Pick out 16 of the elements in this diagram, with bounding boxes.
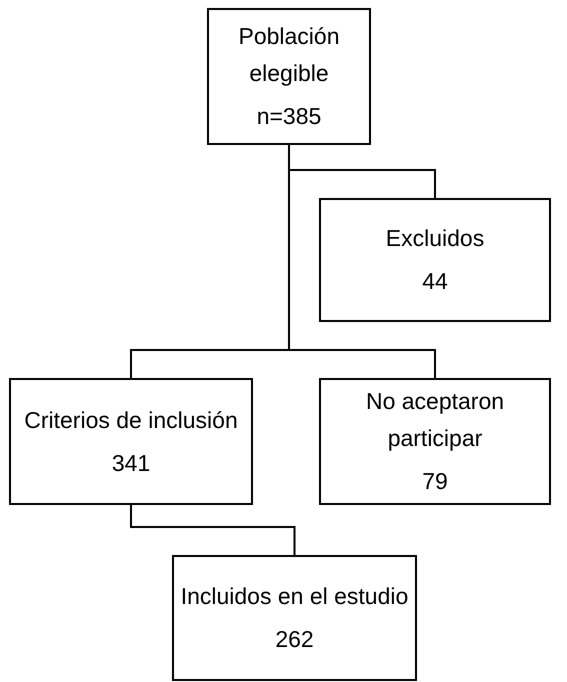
- box-title: No aceptaron participar: [364, 387, 506, 453]
- box-count: n=385: [256, 102, 322, 131]
- connector-line: [130, 505, 296, 555]
- flow-box: [319, 378, 551, 505]
- flow-box: [172, 555, 417, 681]
- box-title: Criterios de inclusión: [23, 406, 239, 434]
- box-count: 44: [421, 267, 449, 296]
- flow-box: [9, 378, 253, 505]
- box-count: 262: [274, 625, 315, 654]
- box-count: 79: [421, 467, 449, 496]
- box-title: Incluidos en el estudio: [180, 582, 410, 611]
- connector-line: [288, 145, 436, 378]
- flow-box: [207, 8, 371, 145]
- box-title: Excluidos: [384, 224, 486, 253]
- flow-box: [319, 198, 551, 322]
- box-count: 341: [110, 448, 152, 478]
